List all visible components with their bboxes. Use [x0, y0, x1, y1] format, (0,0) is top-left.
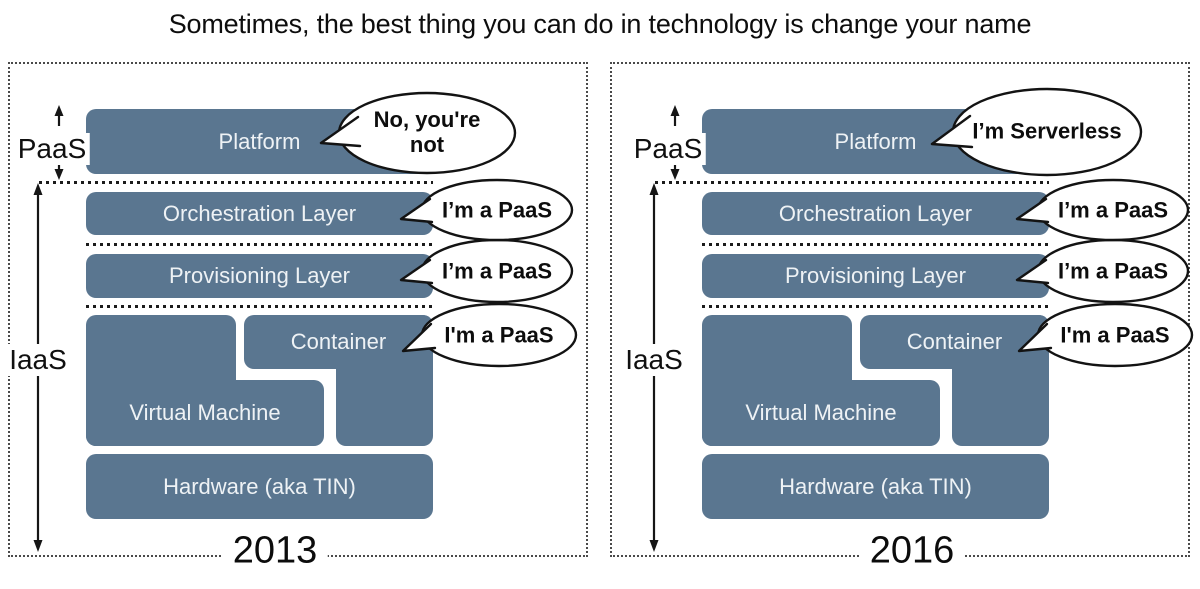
- platform-bubble-text: No, you're not: [374, 107, 481, 157]
- speech-bubble-provisioning: [1015, 238, 1190, 304]
- speech-bubble-platform: [319, 91, 517, 175]
- orchestration-layer-box: [702, 192, 1049, 235]
- year-label-2016: 2016: [859, 529, 965, 573]
- provisioning-layer-box: [702, 254, 1049, 298]
- container-bubble-text: I'm a PaaS: [1060, 322, 1170, 348]
- virtual-machine-box: [86, 380, 324, 446]
- provisioning-bubble-text: I’m a PaaS: [441, 258, 553, 284]
- provisioning-layer-box: [86, 254, 433, 298]
- virtual-machine-label: Virtual Machine: [745, 400, 897, 425]
- bubble-line: I’m Serverless: [972, 118, 1122, 144]
- bubble-line: No, you're: [373, 107, 481, 132]
- provisioning-layer-label: Provisioning Layer: [785, 263, 966, 288]
- panel-2016-content: Platform Orchestration Layer Provisionin…: [622, 64, 1200, 555]
- hardware-label: Hardware (aka TIN): [163, 473, 356, 499]
- speech-bubble-orchestration: [1015, 178, 1190, 242]
- virtual-machine-label: Virtual Machine: [129, 400, 281, 425]
- speech-bubble-orchestration: [399, 178, 574, 242]
- provisioning-bubble-text: I’m a PaaS: [1057, 258, 1169, 284]
- paas-up-arrow-icon: [670, 105, 680, 126]
- divider-line: [702, 243, 1049, 246]
- paas-iaas-divider-line: [655, 181, 1049, 184]
- paas-range-label: PaaS: [14, 133, 90, 165]
- divider-line: [702, 305, 1049, 308]
- container-label: Container: [290, 329, 387, 354]
- orchestration-layer-label: Orchestration Layer: [778, 200, 973, 226]
- orchestration-bubble-text: I’m a PaaS: [441, 197, 553, 223]
- platform-label: Platform: [218, 128, 301, 154]
- virtual-machine-box: [702, 380, 940, 446]
- paas-up-arrow-icon: [54, 105, 64, 126]
- panel-2016: Platform Orchestration Layer Provisionin…: [610, 62, 1194, 573]
- annotation-layer: [649, 87, 1194, 552]
- divider-line: [86, 305, 433, 308]
- bubble-line: not: [409, 132, 445, 157]
- slide-title: Sometimes, the best thing you can do in …: [168, 9, 1032, 39]
- divider-line: [86, 243, 433, 246]
- platform-label: Platform: [834, 128, 917, 154]
- orchestration-bubble-text: I’m a PaaS: [1057, 197, 1169, 223]
- speech-bubble-container: [401, 302, 578, 368]
- iaas-range-label: IaaS: [622, 344, 686, 376]
- panel-2013: Platform Orchestration Layer Provisionin…: [6, 62, 588, 573]
- platform-bubble-text: I’m Serverless: [972, 119, 1121, 144]
- hardware-label: Hardware (aka TIN): [779, 473, 972, 499]
- container-bubble-text: I'm a PaaS: [444, 322, 554, 348]
- container-label: Container: [906, 329, 1003, 354]
- annotation-layer: [33, 91, 578, 552]
- speech-bubble-platform: [930, 87, 1143, 177]
- speech-bubble-container: [1017, 302, 1194, 368]
- hardware-box: [86, 454, 433, 519]
- orchestration-layer-label: Orchestration Layer: [162, 200, 357, 226]
- paas-range-label: PaaS: [630, 133, 706, 165]
- panel-2013-content: Platform Orchestration Layer Provisionin…: [6, 64, 586, 555]
- paas-iaas-divider-line: [39, 181, 433, 184]
- speech-bubble-provisioning: [399, 238, 574, 304]
- iaas-range-label: IaaS: [6, 344, 70, 376]
- provisioning-layer-label: Provisioning Layer: [169, 263, 350, 288]
- hardware-box: [702, 454, 1049, 519]
- year-label-2013: 2013: [222, 529, 328, 573]
- orchestration-layer-box: [86, 192, 433, 235]
